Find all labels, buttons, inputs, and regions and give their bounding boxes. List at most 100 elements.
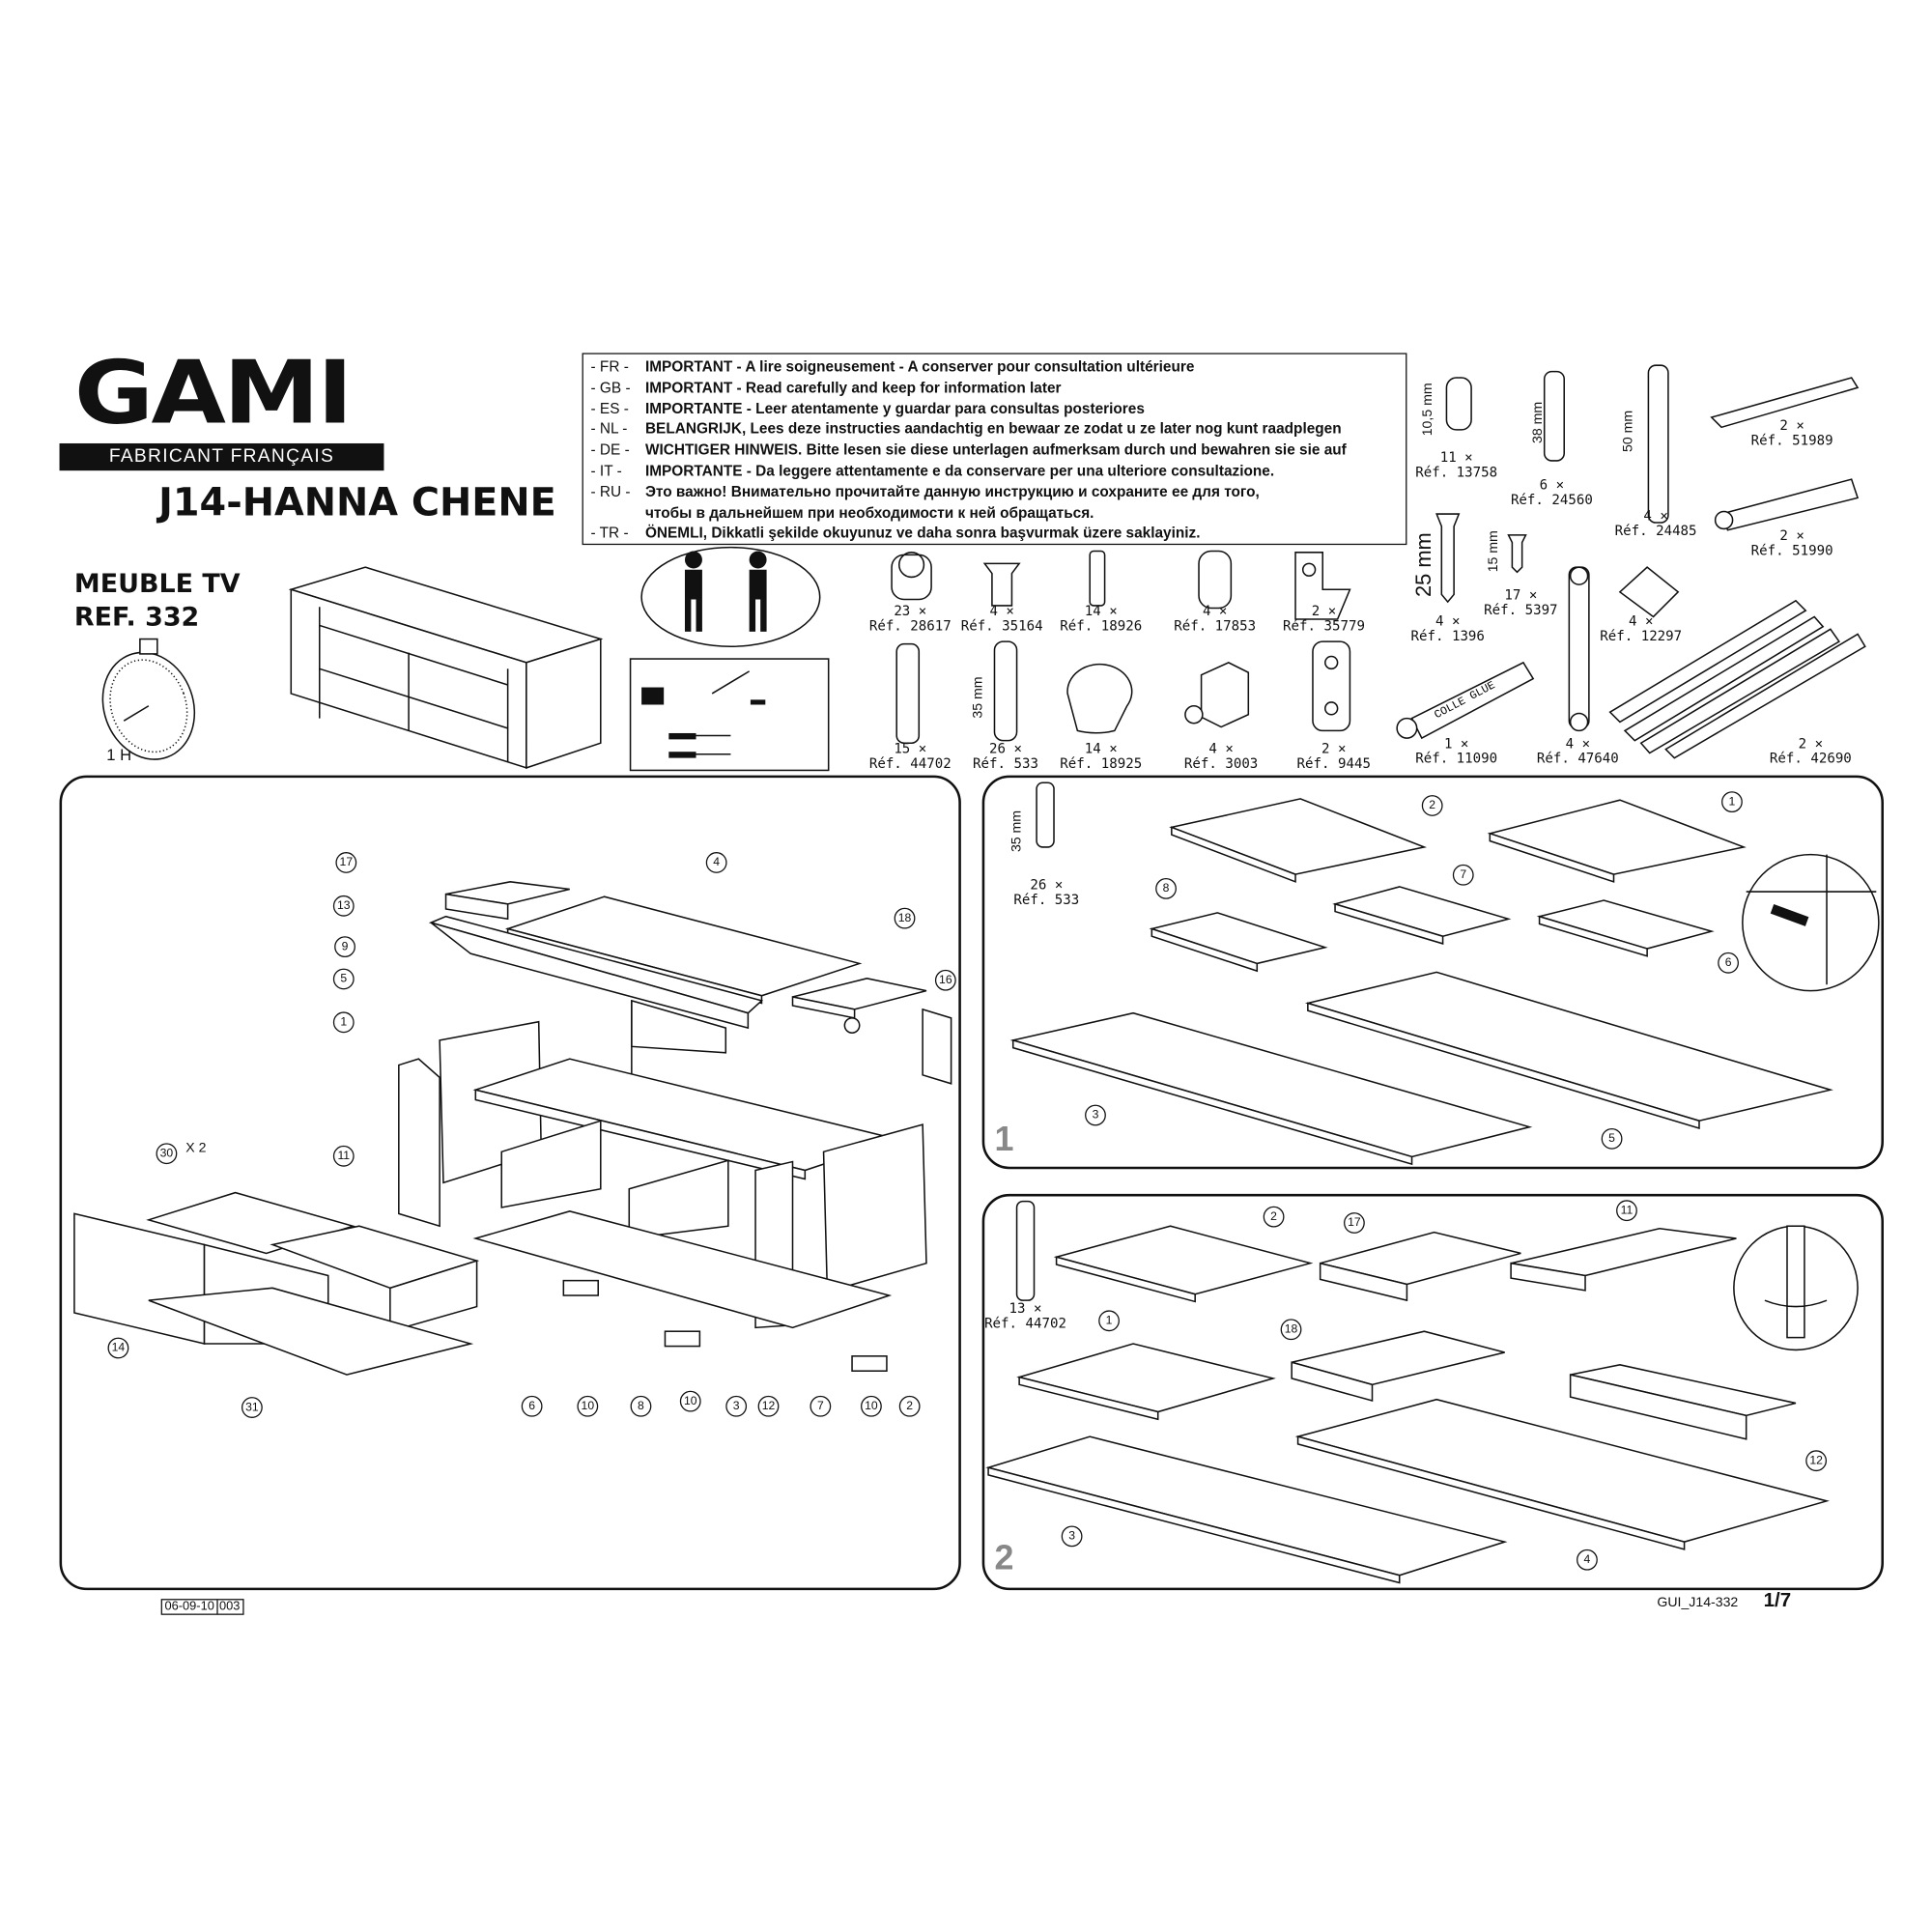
step-number: 2 [994, 1538, 1014, 1577]
hardware-item: 4 ×Réf. 12297 [1600, 612, 1683, 644]
part-callout: 10 [577, 1395, 599, 1417]
hardware-item: 17 ×Réf. 5397 [1484, 586, 1558, 618]
hardware-item: 2 ×Réf. 35779 [1283, 603, 1365, 635]
dimension-label: 10,5 mm [1420, 383, 1435, 437]
hardware-item: 4 ×Réf. 17853 [1174, 603, 1257, 635]
part-callout: 5 [332, 968, 355, 990]
hardware-item: 23 ×Réf. 28617 [868, 603, 952, 635]
part-callout: 6 [1718, 952, 1739, 974]
notice-line: - RU -Это важно! Внимательно прочитайте … [590, 482, 1260, 500]
part-callout: 7 [810, 1395, 832, 1417]
brand-tagline: FABRICANT FRANÇAIS [59, 442, 384, 471]
part-callout: 2 [1421, 795, 1443, 816]
hardware-item: 26 ×Réf. 533 [1013, 876, 1080, 908]
notice-line: - TR -ÖNEMLI, Dikkatli şekilde okuyunuz … [590, 524, 1201, 542]
part-callout: 12 [1805, 1450, 1828, 1472]
notice-line: - ES -IMPORTANTE - Leer atentamente y gu… [590, 399, 1145, 417]
part-callout: 14 [107, 1337, 129, 1359]
step-2-panel [981, 1193, 1884, 1591]
hardware-item: 2 ×Réf. 51990 [1750, 527, 1833, 559]
part-callout: 17 [1344, 1212, 1365, 1234]
hardware-item: 13 ×Réf. 44702 [984, 1300, 1066, 1332]
notice-line: - NL -BELANGRIJK, Lees deze instructies … [590, 420, 1342, 439]
part-callout: 10 [679, 1390, 701, 1412]
quantity-multiplier: X 2 [185, 1140, 207, 1156]
hardware-item: 2 ×Réf. 51989 [1750, 417, 1833, 449]
part-callout: 11 [332, 1145, 355, 1167]
part-callout: 5 [1601, 1127, 1623, 1150]
hardware-item: 2 ×Réf. 42690 [1769, 735, 1852, 767]
part-callout: 6 [521, 1395, 543, 1417]
exploded-view-drawing [73, 881, 952, 1376]
part-callout: 13 [332, 895, 355, 917]
tv-cabinet-illustration [288, 566, 604, 769]
product-title: J14-HANNA CHENE [158, 480, 556, 526]
part-callout: 1 [332, 1011, 355, 1034]
part-callout: 10 [861, 1395, 882, 1417]
hardware-item: 2 ×Réf. 9445 [1296, 740, 1371, 772]
part-callout: 11 [1616, 1200, 1637, 1222]
part-callout: 3 [725, 1395, 748, 1417]
assembly-time: 1 H [106, 745, 132, 765]
hardware-item: 15 ×Réf. 44702 [868, 740, 952, 772]
part-callout: 16 [934, 969, 956, 991]
notice-line: - IT -IMPORTANTE - Da leggere attentamen… [590, 462, 1275, 480]
notice-line: - FR -IMPORTANT - A lire soigneusement -… [590, 357, 1195, 376]
step1-drawing [1009, 781, 1880, 1166]
part-callout: 3 [1085, 1104, 1106, 1126]
part-callout: 2 [898, 1395, 921, 1417]
hardware-item: 4 ×Réf. 1396 [1410, 612, 1485, 644]
product-type: MEUBLE TV [73, 568, 241, 599]
dimension-label: 35 mm [1009, 810, 1025, 853]
part-callout: 7 [1452, 864, 1474, 886]
part-callout: 18 [894, 907, 916, 929]
part-callout: 18 [1280, 1319, 1302, 1341]
part-callout: 31 [241, 1397, 263, 1418]
part-callout: 1 [1098, 1310, 1120, 1332]
hardware-item: 14 ×Réf. 18925 [1060, 740, 1143, 772]
part-callout: 4 [705, 852, 727, 873]
dimension-label: 35 mm [971, 676, 986, 719]
dimension-label: 15 mm [1486, 530, 1501, 573]
page-number: 1/7 [1763, 1590, 1792, 1611]
step2-drawing [985, 1200, 1859, 1584]
two-person-assembly-icon [640, 546, 821, 647]
step-number: 1 [994, 1119, 1014, 1158]
hardware-item: 4 ×Réf. 35164 [960, 603, 1043, 635]
hardware-item: 11 ×Réf. 13758 [1415, 449, 1498, 481]
part-callout: 17 [335, 852, 357, 873]
dimension-label: 25 mm [1411, 532, 1435, 597]
part-callout: 3 [1061, 1525, 1083, 1548]
tools-required-icon [629, 658, 830, 772]
stopwatch-icon [101, 638, 196, 760]
hardware-item: 4 ×Réf. 24485 [1614, 507, 1697, 539]
document-code: GUI_J14-332 [1657, 1595, 1739, 1610]
part-callout: 2 [1263, 1206, 1285, 1228]
hardware-item: 1 ×Réf. 11090 [1415, 735, 1498, 767]
part-callout: 8 [1155, 877, 1177, 899]
hardware-item: 26 ×Réf. 533 [973, 740, 1038, 772]
notice-line: чтобы в дальнейшем при необходимости к н… [644, 503, 1094, 522]
part-callout: 30 [156, 1143, 178, 1165]
step-1-panel [981, 775, 1884, 1170]
exploded-view-panel [59, 775, 961, 1591]
part-callout: 9 [334, 936, 355, 958]
part-callout: 8 [630, 1395, 652, 1417]
part-callout: 12 [757, 1395, 780, 1417]
hardware-item: 14 ×Réf. 18926 [1060, 603, 1143, 635]
hardware-glyphs: COLLE GLUE [891, 364, 1866, 759]
notice-line: - DE -WICHTIGER HINWEIS. Bitte lesen sie… [590, 440, 1347, 459]
product-ref: REF. 332 [73, 602, 200, 632]
notice-line: - GB -IMPORTANT - Read carefully and kee… [590, 379, 1062, 396]
part-callout: 1 [1721, 791, 1743, 813]
product-info: MEUBLE TV REF. 332 [74, 567, 241, 634]
gami-logo: GAMI [73, 343, 354, 444]
hardware-item: 4 ×Réf. 3003 [1183, 740, 1259, 772]
hardware-item: 4 ×Réf. 47640 [1536, 735, 1619, 767]
important-notice-box: - FR -IMPORTANT - A lire soigneusement -… [582, 353, 1407, 546]
hardware-item: 6 ×Réf. 24560 [1510, 476, 1593, 508]
dimension-label: 50 mm [1621, 410, 1636, 452]
